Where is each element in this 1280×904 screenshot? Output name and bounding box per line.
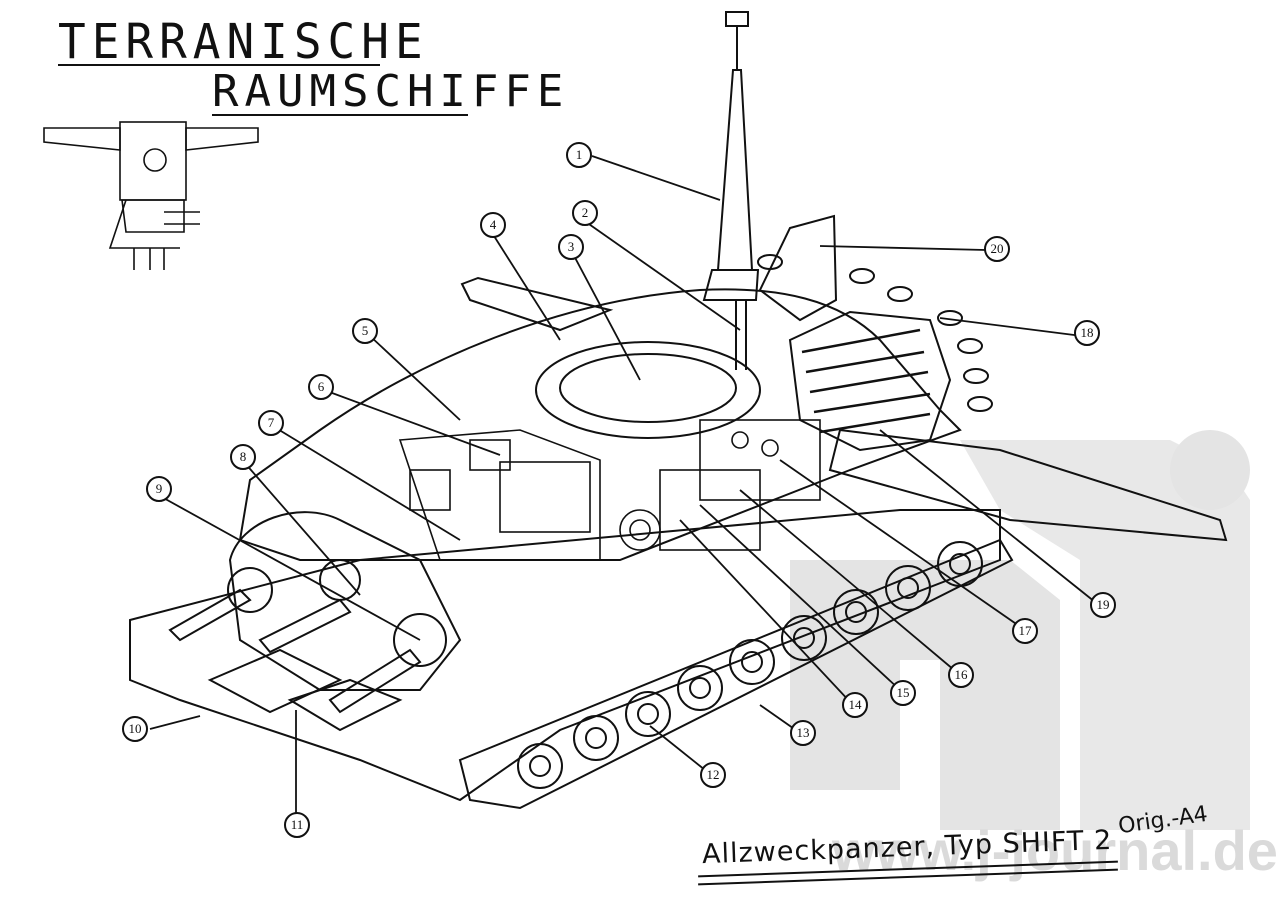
callout-2: 2 [572, 200, 598, 226]
callout-6: 6 [308, 374, 334, 400]
callout-1: 1 [566, 142, 592, 168]
left-wing [460, 276, 614, 332]
callout-5: 5 [352, 318, 378, 344]
title-underline-2 [212, 114, 468, 116]
leader-lines [149, 155, 1101, 820]
road-wheels [517, 541, 983, 789]
callout-15: 15 [890, 680, 916, 706]
front-track-right [287, 678, 403, 732]
callout-12: 12 [700, 762, 726, 788]
title-line-1: TERRANISCHE [58, 12, 429, 70]
front-turret [228, 511, 462, 691]
callout-3: 3 [558, 234, 584, 260]
callout-20: 20 [984, 236, 1010, 262]
interior-compartments [398, 419, 821, 561]
antenna [702, 11, 760, 370]
cockpit-ring [535, 341, 761, 439]
callout-13: 13 [790, 720, 816, 746]
engine-cutaway [788, 310, 952, 452]
engine-cylinders [801, 328, 931, 434]
callout-7: 7 [258, 410, 284, 436]
callout-14: 14 [842, 692, 868, 718]
callout-19: 19 [1090, 592, 1116, 618]
front-view-sketch [43, 121, 259, 270]
callout-18: 18 [1074, 320, 1100, 346]
callout-9: 9 [146, 476, 172, 502]
title-underline-1 [58, 64, 380, 66]
callout-17: 17 [1012, 618, 1038, 644]
front-track-left [207, 648, 343, 714]
track-belt [458, 538, 1014, 810]
callout-11: 11 [284, 812, 310, 838]
callout-4: 4 [480, 212, 506, 238]
callout-8: 8 [230, 444, 256, 470]
callout-10: 10 [122, 716, 148, 742]
right-wing [828, 428, 1228, 542]
thrusters [757, 254, 993, 412]
lower-chassis [129, 509, 1001, 802]
gun-barrels [168, 559, 447, 714]
title-line-2: RAUMSCHIFFE [212, 66, 570, 117]
tail-fin [758, 214, 838, 322]
upper-hull [238, 288, 962, 561]
callout-16: 16 [948, 662, 974, 688]
